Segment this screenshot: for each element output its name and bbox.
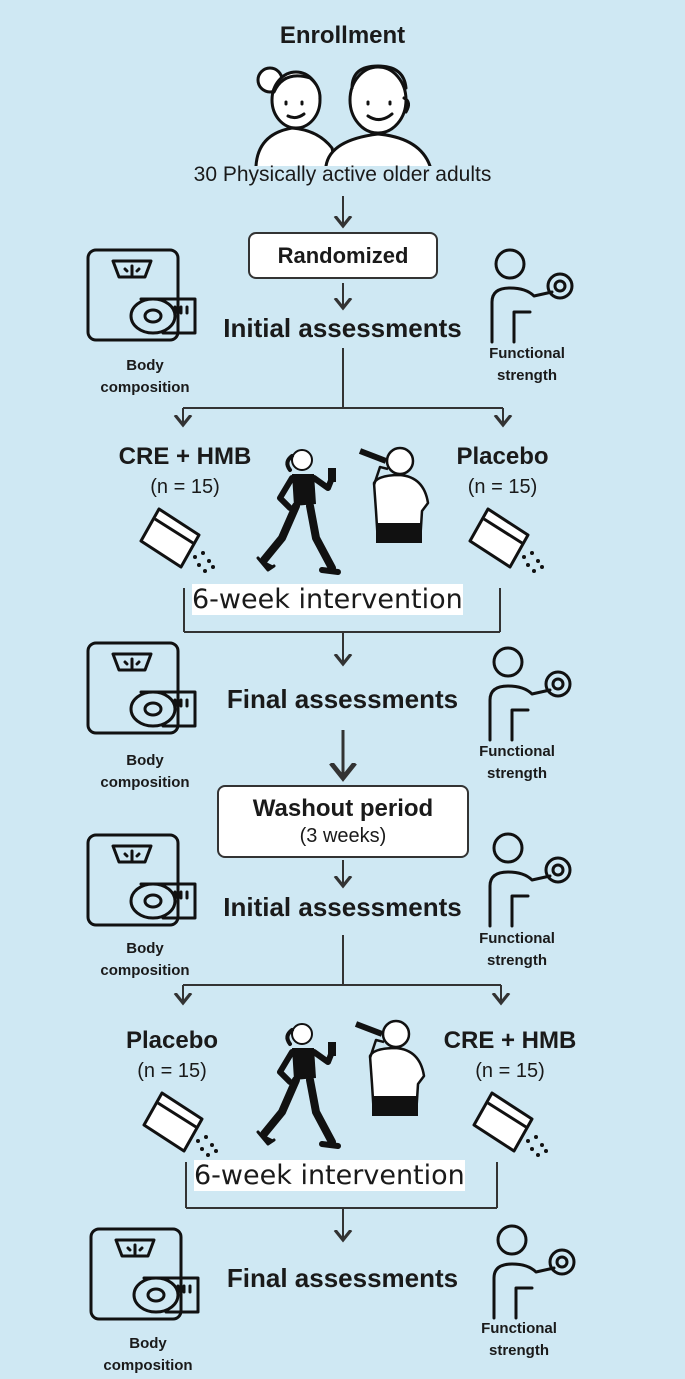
phase2-right-group-n: (n = 15) [475, 1060, 545, 1082]
scale-tape-icon [85, 640, 197, 738]
phase2-left-group-name: Placebo [125, 1027, 219, 1054]
dumbbell-person-icon [478, 830, 578, 928]
final-assessments-1: Final assessments [226, 684, 459, 714]
initial-assessments-1: Initial assessments [223, 313, 462, 343]
body-composition-label: Body composition [100, 940, 190, 979]
phase1-right-group-n: (n = 15) [467, 476, 538, 498]
drinking-man-icon [352, 1016, 430, 1116]
initial-assessments-2: Initial assessments [223, 892, 462, 922]
body-composition-label: Body composition [100, 752, 190, 791]
runner-icon [254, 1016, 344, 1151]
scale-tape-icon [85, 832, 197, 930]
runner-icon [254, 442, 344, 577]
sachet-icon [140, 1089, 220, 1161]
phase2-right-group-name: CRE + HMB [443, 1027, 577, 1054]
body-composition-label: Body composition [100, 357, 190, 396]
enrollment-title: Enrollment [279, 22, 406, 49]
couple-icon [248, 58, 438, 166]
intervention-label-2: 6-week intervention [194, 1160, 465, 1191]
phase2-left-group-n: (n = 15) [137, 1060, 207, 1082]
enrollment-participants: 30 Physically active older adults [193, 163, 492, 186]
functional-strength-label: Functional strength [479, 743, 555, 782]
functional-strength-label: Functional strength [489, 345, 565, 384]
washout-title: Washout period [252, 795, 434, 822]
phase1-right-group-name: Placebo [456, 443, 549, 470]
scale-tape-icon [85, 247, 197, 345]
dumbbell-person-icon [480, 246, 580, 344]
dumbbell-person-icon [478, 644, 578, 742]
body-composition-label: Body composition [103, 1335, 193, 1374]
randomized-box: Randomized [248, 232, 438, 279]
sachet-icon [137, 505, 217, 577]
functional-strength-label: Functional strength [481, 1320, 557, 1359]
sachet-icon [466, 505, 546, 577]
scale-tape-icon [88, 1226, 200, 1324]
sachet-icon [470, 1089, 550, 1161]
drinking-man-icon [356, 443, 434, 543]
final-assessments-2: Final assessments [226, 1263, 459, 1293]
washout-duration: (3 weeks) [299, 825, 387, 847]
functional-strength-label: Functional strength [479, 930, 555, 969]
phase1-left-group-n: (n = 15) [150, 476, 220, 498]
washout-box: Washout period (3 weeks) [217, 785, 469, 858]
dumbbell-person-icon [482, 1222, 582, 1320]
intervention-label-1: 6-week intervention [192, 584, 463, 615]
randomized-label: Randomized [277, 242, 409, 268]
phase1-left-group-name: CRE + HMB [118, 443, 252, 470]
